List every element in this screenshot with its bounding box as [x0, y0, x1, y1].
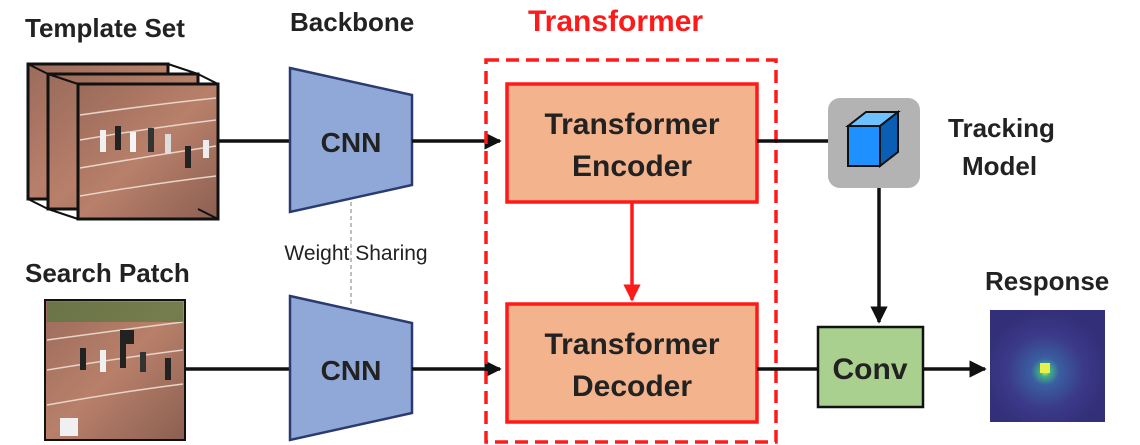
response-map — [990, 310, 1105, 422]
transformer-title: Transformer — [528, 5, 703, 38]
cnn-bottom-label: CNN — [321, 355, 382, 386]
encoder-label-line2: Encoder — [572, 150, 692, 183]
transformer-container — [484, 58, 778, 444]
conv-label: Conv — [833, 353, 908, 386]
tracking-model-label-line1: Tracking — [948, 113, 1055, 143]
response-label: Response — [985, 266, 1109, 296]
weight-sharing-label: Weight Sharing — [284, 242, 427, 265]
transformer-decoder-block: Transformer Decoder — [505, 302, 759, 424]
tracking-model-label-line2: Model — [962, 151, 1037, 181]
search-patch-image — [44, 299, 186, 441]
search-patch-label: Search Patch — [25, 258, 190, 288]
tracking-model-box — [828, 98, 920, 188]
cnn-top-block: CNN — [288, 66, 414, 214]
template-set-stack — [26, 62, 220, 221]
template-set-label: Template Set — [25, 13, 185, 43]
template-frame-front — [47, 73, 220, 221]
decoder-label-line1: Transformer — [544, 328, 719, 361]
decoder-label-line2: Decoder — [572, 370, 692, 403]
response-peak — [1040, 363, 1050, 373]
cube-icon — [845, 109, 901, 169]
backbone-label: Backbone — [290, 7, 414, 37]
transformer-encoder-block: Transformer Encoder — [505, 82, 759, 204]
conv-block: Conv — [816, 325, 925, 409]
cnn-top-label: CNN — [321, 127, 382, 158]
cnn-bottom-block: CNN — [288, 294, 414, 442]
encoder-label-line1: Transformer — [544, 108, 719, 141]
